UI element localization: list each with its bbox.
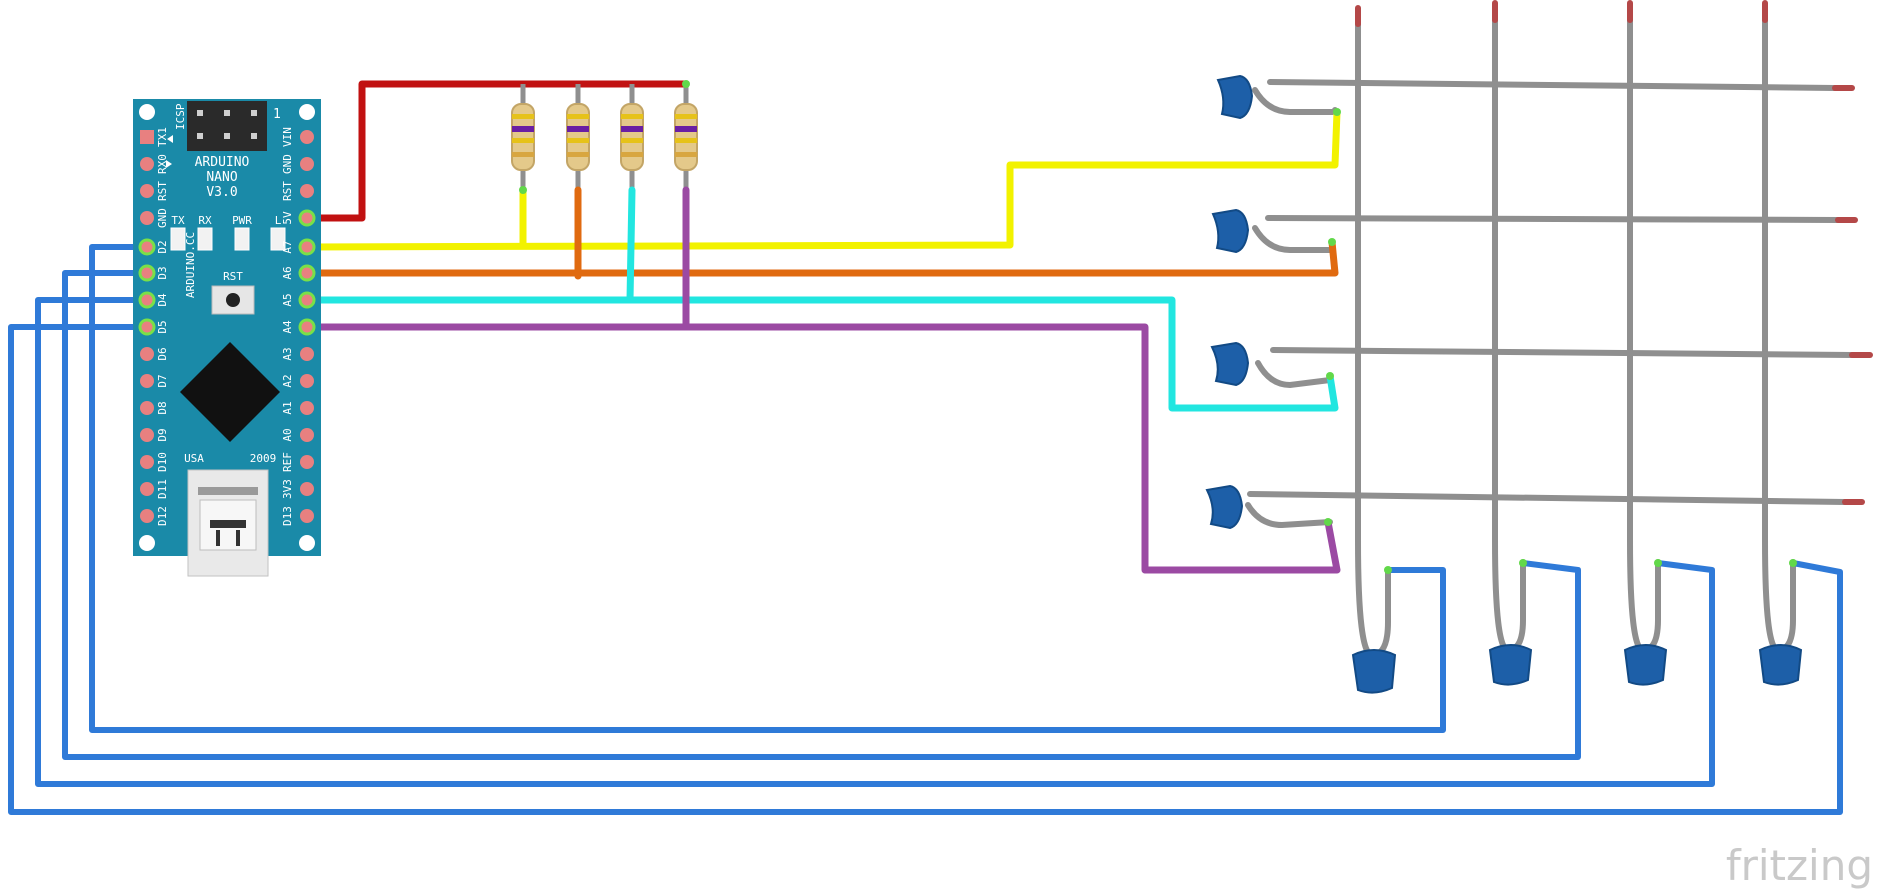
website-label: ARDUINO.CC bbox=[184, 232, 197, 298]
icsp-label: ICSP bbox=[174, 103, 187, 130]
microcontroller-chip bbox=[180, 342, 280, 442]
pin-label-a1: A1 bbox=[281, 401, 294, 414]
wire-purple-a4 bbox=[304, 323, 1341, 574]
wire-d2 bbox=[89, 244, 1446, 733]
connection-points bbox=[519, 80, 1797, 574]
pin-label-tx1: TX1 bbox=[156, 127, 169, 147]
pin-label-5v: 5V bbox=[281, 211, 294, 225]
resistor-4 bbox=[674, 103, 698, 171]
pin-label-d3: D3 bbox=[156, 266, 169, 279]
wire-d4 bbox=[35, 297, 1715, 787]
usb-connector bbox=[187, 469, 269, 577]
wire-cyan-a5 bbox=[304, 296, 1339, 412]
pin-label-d4: D4 bbox=[156, 293, 169, 307]
pin-label-d12: D12 bbox=[156, 506, 169, 526]
pin-label-a7: A7 bbox=[281, 240, 294, 253]
led-label-l: L bbox=[275, 214, 282, 227]
wire-orange-a6 bbox=[304, 238, 1339, 277]
board-name-line1: ARDUINO bbox=[195, 155, 250, 170]
capacitor-col-4 bbox=[1758, 644, 1803, 686]
capacitor-row-4 bbox=[1205, 484, 1244, 530]
usa-label: USA bbox=[184, 452, 204, 465]
wire-cyan-resistor bbox=[626, 186, 636, 304]
resistors bbox=[511, 84, 698, 190]
board-name-line3: V3.0 bbox=[206, 185, 237, 200]
fritzing-logo: fritzing bbox=[1726, 841, 1873, 890]
resistor-2 bbox=[566, 103, 590, 171]
pin-label-d9: D9 bbox=[156, 428, 169, 441]
year-label: 2009 bbox=[250, 452, 277, 465]
capacitor-col-2 bbox=[1488, 644, 1533, 686]
wire-d3 bbox=[62, 270, 1581, 760]
capacitor-row-3 bbox=[1210, 341, 1250, 387]
arduino-nano-board: ICSP 1 ARDUINO NANO V3.0 TX RX PWR L ARD… bbox=[133, 99, 321, 577]
led-label-tx: TX bbox=[171, 214, 185, 227]
pin-label-d2: D2 bbox=[156, 240, 169, 253]
left-header-pins bbox=[138, 130, 156, 523]
reset-button: RST bbox=[211, 270, 255, 315]
pin-label-a5: A5 bbox=[281, 293, 294, 306]
pin-label-a3: A3 bbox=[281, 347, 294, 360]
pin-label-d13: D13 bbox=[281, 506, 294, 526]
right-pin-labels: VIN GND RST 5V A7 A6 A5 A4 A3 A2 A1 A0 R… bbox=[281, 127, 294, 526]
reset-label: RST bbox=[223, 270, 243, 283]
left-pin-labels: TX1 RX0 RST GND D2 D3 D4 D5 D6 D7 D8 D9 … bbox=[156, 127, 169, 526]
pin-label-d10: D10 bbox=[156, 452, 169, 472]
resistor-1 bbox=[511, 103, 535, 171]
pin-label-d7: D7 bbox=[156, 374, 169, 387]
pin-label-vin: VIN bbox=[281, 127, 294, 147]
blue-wires bbox=[8, 244, 1843, 815]
pin-label-ref: REF bbox=[281, 452, 294, 472]
pin-label-rst: RST bbox=[156, 181, 169, 201]
led-label-pwr: PWR bbox=[232, 214, 252, 227]
grid-row-lines bbox=[1247, 79, 1855, 505]
pin-label-d6: D6 bbox=[156, 347, 169, 360]
capacitor-col-3 bbox=[1623, 644, 1668, 686]
pin-label-a6: A6 bbox=[281, 266, 294, 279]
led-label-rx: RX bbox=[198, 214, 212, 227]
resistor-3 bbox=[620, 103, 644, 171]
pin-label-gnd2: GND bbox=[281, 154, 294, 174]
grid-line-tips bbox=[1355, 0, 1873, 505]
pin-label-rst2: RST bbox=[281, 181, 294, 201]
column-capacitors bbox=[1351, 644, 1803, 694]
right-header-pins bbox=[298, 130, 316, 523]
capacitor-row-2 bbox=[1211, 208, 1250, 254]
wire-yellow-a7 bbox=[304, 108, 1341, 251]
pin-label-3v3: 3V3 bbox=[281, 479, 294, 499]
capacitor-row-1 bbox=[1216, 74, 1254, 120]
pin-label-d11: D11 bbox=[156, 479, 169, 499]
pin-label-a0: A0 bbox=[281, 428, 294, 441]
pin-label-rx0: RX0 bbox=[156, 154, 169, 174]
icsp-header bbox=[187, 101, 267, 151]
board-name-line2: NANO bbox=[206, 170, 237, 185]
pin-label-d5: D5 bbox=[156, 320, 169, 333]
led-indicators: TX RX PWR L bbox=[170, 214, 286, 251]
pin-label-a4: A4 bbox=[281, 320, 294, 334]
pin-label-gnd: GND bbox=[156, 208, 169, 228]
wire-d5 bbox=[8, 324, 1843, 815]
row-capacitors bbox=[1205, 74, 1254, 530]
capacitor-col-1 bbox=[1351, 649, 1397, 694]
pin-label-a2: A2 bbox=[281, 374, 294, 387]
pin-label-d8: D8 bbox=[156, 401, 169, 414]
grid-column-lines bbox=[1355, 9, 1768, 543]
pin1-mark: 1 bbox=[273, 107, 281, 122]
